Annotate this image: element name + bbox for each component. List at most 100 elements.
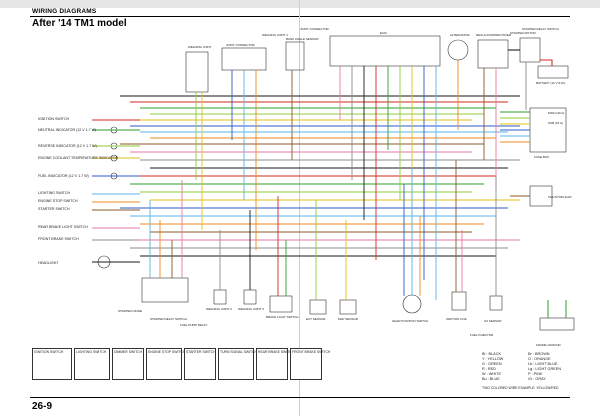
label-bank-angle: BANK ANGLE SENSOR <box>286 37 319 41</box>
frame-ground-bracket <box>539 317 575 331</box>
legend-item: Lg : LIGHT GREEN <box>528 367 562 371</box>
regulator-rectifier <box>477 39 509 69</box>
label-battery: BATTERY (12 V 8 Ah) <box>536 81 565 85</box>
alternator-symbol <box>447 39 469 61</box>
label-rear-brake-switch: REAR BRAKE LIGHT SWITCH <box>38 225 88 229</box>
label-ect-sensor: ECT SENSOR <box>306 317 326 321</box>
legend-item: Bl : BLACK <box>482 352 501 356</box>
label-fuel-injector: FUEL INJECTOR <box>470 333 494 337</box>
label-headlight: HEADLIGHT <box>38 261 59 265</box>
legend-item: Y : YELLOW <box>482 357 504 361</box>
table-title: STARTER SWITCH <box>186 350 216 354</box>
legend-item: G : GREEN <box>482 362 502 366</box>
legend-item: W : WHITE <box>482 372 501 376</box>
gear-position-switch <box>402 294 422 314</box>
table-starter-switch: STARTER SWITCH <box>184 348 216 380</box>
label-tail-stoplight: TAIL/STOPLIGHT <box>548 195 572 199</box>
label-fuel-pump-relay: FUEL PUMP RELAY <box>180 323 207 327</box>
table-title: ENGINE STOP SWITCH <box>148 350 186 354</box>
label-sub-fuse: SUB (15 A) <box>548 121 563 125</box>
legend-item: O : ORANGE <box>528 357 551 361</box>
legend-item: Lb : LIGHT BLUE <box>528 362 558 366</box>
label-ignition-coil: IGNITION COIL <box>446 317 468 321</box>
ignition-coil <box>451 291 467 311</box>
label-o2-sensor: O2 SENSOR <box>484 319 502 323</box>
relay-block <box>141 277 189 303</box>
label-welding-joint-1: WELDING JOINT 1 <box>262 33 288 37</box>
header-rule <box>30 16 570 17</box>
legend-item: Br : BROWN <box>528 352 550 356</box>
ect-sensor <box>309 299 327 315</box>
label-fuse-box: FUSE BOX <box>534 155 549 159</box>
table-title: REAR BRAKE SWITCH <box>258 350 295 354</box>
label-neutral-indicator: NEUTRAL INDICATOR (12 V 1.7 W) <box>38 128 96 132</box>
label-frame-ground: FRAME GROUND <box>536 343 562 347</box>
bank-angle-sensor <box>285 41 305 71</box>
label-starter-relay: STARTER RELAY SWITCH <box>522 27 559 31</box>
section-title: WIRING DIAGRAMS <box>32 8 97 15</box>
wire-harness <box>92 49 567 318</box>
label-brake-light-switch: BRAKE LIGHT SWITCH <box>266 315 298 319</box>
label-joint-connector-2: JOINT CONNECTOR <box>300 27 330 31</box>
label-map-sensor: MAP SENSOR <box>338 317 359 321</box>
wire-battery <box>540 59 553 66</box>
welding-joint-2 <box>213 289 227 305</box>
table-ignition-switch: IGNITION SWITCH <box>32 348 72 380</box>
label-reverse-indicator: REVERSE INDICATOR (12 V 1.7 W) <box>38 144 97 148</box>
component-outlines <box>141 35 575 331</box>
footer-rule <box>30 397 570 398</box>
label-fuel-indicator: FUEL INDICATOR (12 V 1.7 W) <box>38 174 89 178</box>
ecm-block <box>329 35 441 67</box>
fuel-injector <box>489 295 503 311</box>
label-welding-joint-3: WELDING JOINT 3 <box>238 307 264 311</box>
page-number: 26-9 <box>32 401 53 412</box>
legend-item: Bu : BLUE <box>482 377 500 381</box>
joint-connector-top <box>221 47 267 71</box>
color-legend: Bl : BLACK Y : YELLOW G : GREEN R : RED … <box>482 352 574 392</box>
label-front-brake-switch: FRONT BRAKE SWITCH <box>38 237 79 241</box>
table-lighting-switch: LIGHTING SWITCH <box>74 348 110 380</box>
table-title: FRONT BRAKE SWITCH <box>292 350 331 354</box>
label-lighting-switch: LIGHTING SWITCH <box>38 191 71 195</box>
label-starter-switch: STARTER SWITCH <box>38 207 70 211</box>
label-welding-joint: WELDING JOINT <box>188 45 212 49</box>
label-ect-indicator: ENGINE COOLANT TEMPERATURE INDICATOR <box>38 156 119 160</box>
table-dimmer-switch: DIMMER SWITCH <box>112 348 144 380</box>
label-ecm: ECM <box>380 31 387 35</box>
joint-connector-left <box>185 51 209 93</box>
model-title: After '14 TM1 model <box>32 18 127 29</box>
table-title: LIGHTING SWITCH <box>76 350 107 354</box>
legend-item: Gr : GRAY <box>528 377 546 381</box>
label-regulator: REGULATOR/RECTIFIER <box>476 33 512 37</box>
legend-item: P : PINK <box>528 372 543 376</box>
label-main-fuse: MAIN (30 A) <box>548 111 564 115</box>
label-ignition-switch: IGNITION SWITCH <box>38 117 70 121</box>
table-turn-signal-switch: TURN SIGNAL SWITCH <box>218 348 257 380</box>
welding-joint-3 <box>243 289 257 305</box>
table-title: DIMMER SWITCH <box>114 350 143 354</box>
table-title: IGNITION SWITCH <box>34 350 64 354</box>
label-starter-relay-bottom: STARTER RELAY SWITCH <box>150 317 187 321</box>
indicator-lamps <box>97 126 118 269</box>
label-gear-position: GEAR POSITION SWITCH <box>392 319 428 323</box>
header-band <box>0 0 600 8</box>
label-welding-joint-2: WELDING JOINT 2 <box>206 307 232 311</box>
label-engine-stop-switch: ENGINE STOP SWITCH <box>38 199 78 203</box>
map-sensor <box>339 299 357 315</box>
label-alternator: ALTERNATOR <box>450 33 471 37</box>
battery-symbol <box>537 65 569 79</box>
label-joint-connector: JOINT CONNECTOR <box>226 43 256 47</box>
legend-note: TWO COLORED WIRE EXAMPLE: YELLOW/RED <box>482 386 559 390</box>
table-engine-stop-switch: ENGINE STOP SWITCH <box>146 348 186 380</box>
table-title: TURN SIGNAL SWITCH <box>220 350 257 354</box>
label-starter-motor: STARTER MOTOR <box>510 31 537 35</box>
legend-item: R : RED <box>482 367 496 371</box>
component-labels: IGNITION SWITCH NEUTRAL INDICATOR (12 V … <box>38 27 572 347</box>
brake-light-switch <box>269 295 293 313</box>
label-starter-diode: STARTER DIODE <box>118 309 142 313</box>
table-rear-brake-switch: REAR BRAKE SWITCH <box>256 348 294 380</box>
table-front-brake-switch: FRONT BRAKE SWITCH <box>290 348 330 380</box>
starter-relay-switch <box>519 37 541 63</box>
